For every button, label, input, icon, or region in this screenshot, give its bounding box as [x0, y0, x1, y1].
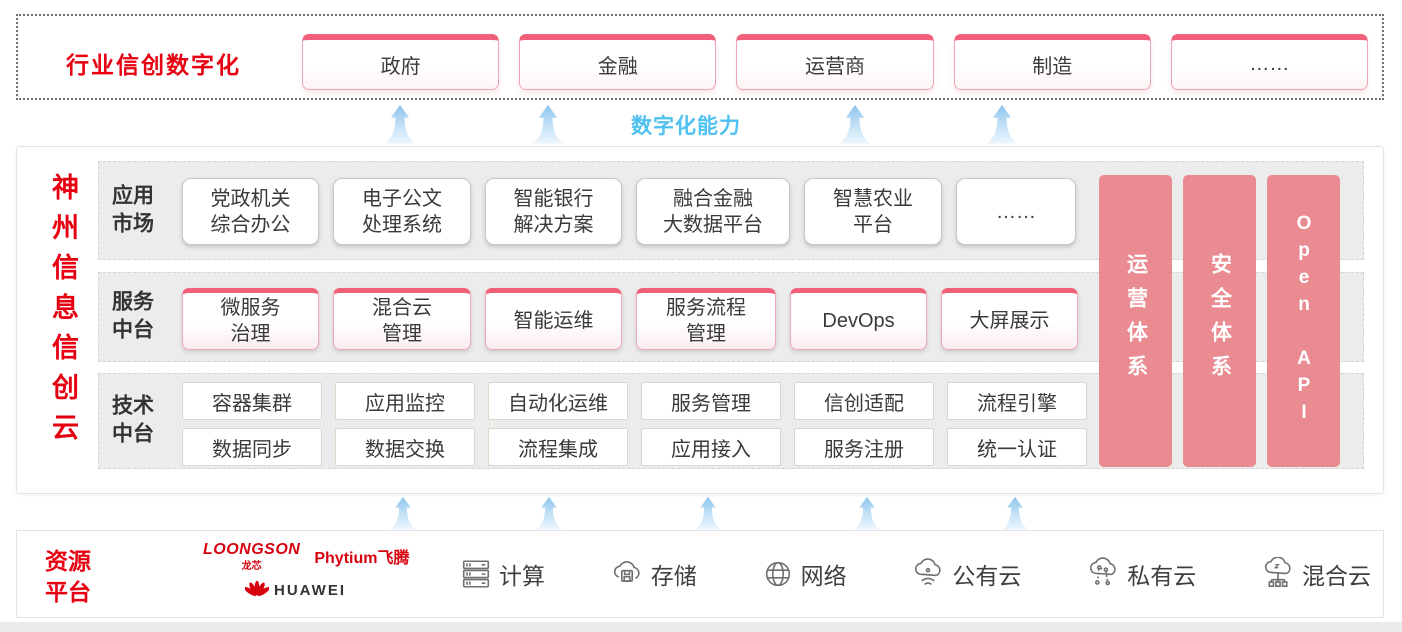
tech-platform-row-bottom: 数据同步 数据交换 流程集成 应用接入 服务注册 统一认证	[182, 428, 1087, 466]
service-card-hybrid-cloud-mgmt: 混合云 管理	[333, 288, 471, 350]
loongson-logo: LOONGSON 龙芯	[203, 541, 300, 572]
service-card-devops: DevOps	[790, 288, 927, 350]
resource-item-label: 私有云	[1127, 563, 1197, 589]
app-card-finance-bigdata: 融合金融 大数据平台	[636, 178, 790, 245]
app-card-party-gov-office: 党政机关 综合办公	[182, 178, 319, 245]
loongson-logo-cn-text: 龙芯	[241, 561, 262, 572]
app-card-more: ……	[956, 178, 1076, 245]
service-card-intelligent-ops: 智能运维	[485, 288, 622, 350]
tech-platform-label: 技术 中台	[112, 394, 154, 446]
up-arrow-icon	[984, 104, 1020, 144]
platform-main-box: 神州信息信创云 应用 市场 党政机关 综合办公 电子公文 处理系统 智能银行 解…	[16, 146, 1384, 494]
resource-item-label: 公有云	[952, 563, 1022, 589]
industry-box-manufacturing: 制造	[953, 34, 1151, 90]
industry-banner: 行业信创数字化 政府 金融 运营商 制造 ……	[16, 14, 1384, 100]
pillar-operations-system: 运营体系	[1099, 175, 1172, 467]
tech-card-service-mgmt: 服务管理	[641, 382, 781, 420]
industry-box-row: 政府 金融 运营商 制造 ……	[302, 34, 1369, 90]
resource-item-private-cloud: 私有云	[1085, 557, 1196, 591]
up-arrow-icon	[385, 496, 421, 530]
tech-platform-panel: 技术 中台 容器集群 应用监控 自动化运维 服务管理 信创适配 流程引擎 数据同…	[98, 373, 1364, 469]
tech-card-data-exchange: 数据交换	[335, 428, 475, 466]
capability-label: 数字化能力	[631, 115, 741, 138]
app-market-row: 党政机关 综合办公 电子公文 处理系统 智能银行 解决方案 融合金融 大数据平台…	[182, 178, 1076, 245]
up-arrow-icon	[849, 496, 885, 530]
tech-card-unified-auth: 统一认证	[947, 428, 1087, 466]
up-arrow-icon	[531, 496, 567, 530]
industry-banner-title: 行业信创数字化	[66, 52, 241, 78]
platform-vertical-title: 神州信息信创云	[48, 173, 78, 453]
tech-card-container-cluster: 容器集群	[182, 382, 322, 420]
private-cloud-icon	[1085, 557, 1121, 591]
resource-item-label: 网络	[800, 563, 847, 589]
pillar-open-api-label: Open API	[1293, 213, 1315, 429]
resource-item-label: 计算	[499, 563, 545, 589]
service-platform-label: 服务 中台	[112, 290, 154, 342]
service-card-service-process-mgmt: 服务流程 管理	[636, 288, 776, 350]
network-globe-icon	[761, 557, 795, 591]
resource-item-label: 存储	[650, 563, 697, 589]
service-card-microservice-governance: 微服务 治理	[182, 288, 319, 350]
resource-platform-box: 资源 平台 LOONGSON 龙芯 Phytium飞腾	[16, 530, 1384, 618]
resource-item-public-cloud: 公有云	[910, 557, 1021, 591]
tech-card-service-registry: 服务注册	[794, 428, 934, 466]
resource-items-row: 计算 存储	[459, 531, 1371, 617]
industry-box-finance: 金融	[519, 34, 717, 90]
server-icon	[459, 557, 493, 591]
tech-card-data-sync: 数据同步	[182, 428, 322, 466]
tech-platform-row-top: 容器集群 应用监控 自动化运维 服务管理 信创适配 流程引擎	[182, 382, 1087, 420]
resource-item-compute: 计算	[459, 557, 545, 591]
industry-box-government: 政府	[302, 34, 500, 90]
app-card-edoc-system: 电子公文 处理系统	[333, 178, 471, 245]
pillar-operations-label: 运营体系	[1124, 253, 1148, 389]
pillar-open-api: Open API	[1267, 175, 1340, 467]
resource-item-network: 网络	[761, 557, 847, 591]
bottom-gray-strip	[0, 622, 1402, 632]
app-market-panel: 应用 市场 党政机关 综合办公 电子公文 处理系统 智能银行 解决方案 融合金融…	[98, 161, 1364, 260]
vendor-logos: LOONGSON 龙芯 Phytium飞腾	[203, 541, 433, 600]
tech-card-process-engine: 流程引擎	[947, 382, 1087, 420]
resource-item-storage: 存储	[609, 557, 697, 591]
service-card-big-screen: 大屏展示	[941, 288, 1078, 350]
loongson-logo-text: LOONGSON	[203, 541, 301, 558]
tech-card-app-access: 应用接入	[641, 428, 781, 466]
app-card-smart-banking: 智能银行 解决方案	[485, 178, 622, 245]
resource-item-label: 混合云	[1301, 563, 1371, 589]
up-arrow-icon	[997, 496, 1033, 530]
phytium-logo: Phytium飞腾	[314, 550, 410, 567]
hybrid-cloud-icon	[1260, 557, 1296, 591]
cloud-storage-icon	[609, 557, 645, 591]
app-market-label: 应用 市场	[112, 184, 154, 236]
huawei-logo-text: HUAWEI	[274, 581, 346, 599]
tech-card-xinchuang-adaptation: 信创适配	[794, 382, 934, 420]
industry-box-carrier: 运营商	[736, 34, 934, 90]
pillar-security-system: 安全体系	[1183, 175, 1256, 467]
up-arrow-icon	[530, 104, 566, 144]
tech-card-app-monitoring: 应用监控	[335, 382, 475, 420]
industry-box-more: ……	[1170, 34, 1369, 90]
tech-card-automated-ops: 自动化运维	[488, 382, 628, 420]
service-platform-panel: 服务 中台 微服务 治理 混合云 管理 智能运维 服务流程 管理 DevOps …	[98, 272, 1364, 362]
tech-card-process-integration: 流程集成	[488, 428, 628, 466]
up-arrow-icon	[837, 104, 873, 144]
service-platform-row: 微服务 治理 混合云 管理 智能运维 服务流程 管理 DevOps 大屏展示	[182, 288, 1078, 350]
huawei-logo: HUAWEI	[245, 580, 433, 600]
public-cloud-icon	[910, 557, 946, 591]
resource-platform-label: 资源 平台	[45, 548, 91, 606]
huawei-flower-icon	[245, 580, 269, 600]
resource-item-hybrid-cloud: 混合云	[1260, 557, 1371, 591]
up-arrow-icon	[690, 496, 726, 530]
app-card-smart-agriculture: 智慧农业 平台	[804, 178, 942, 245]
up-arrow-icon	[382, 104, 418, 144]
pillar-security-label: 安全体系	[1208, 253, 1232, 389]
